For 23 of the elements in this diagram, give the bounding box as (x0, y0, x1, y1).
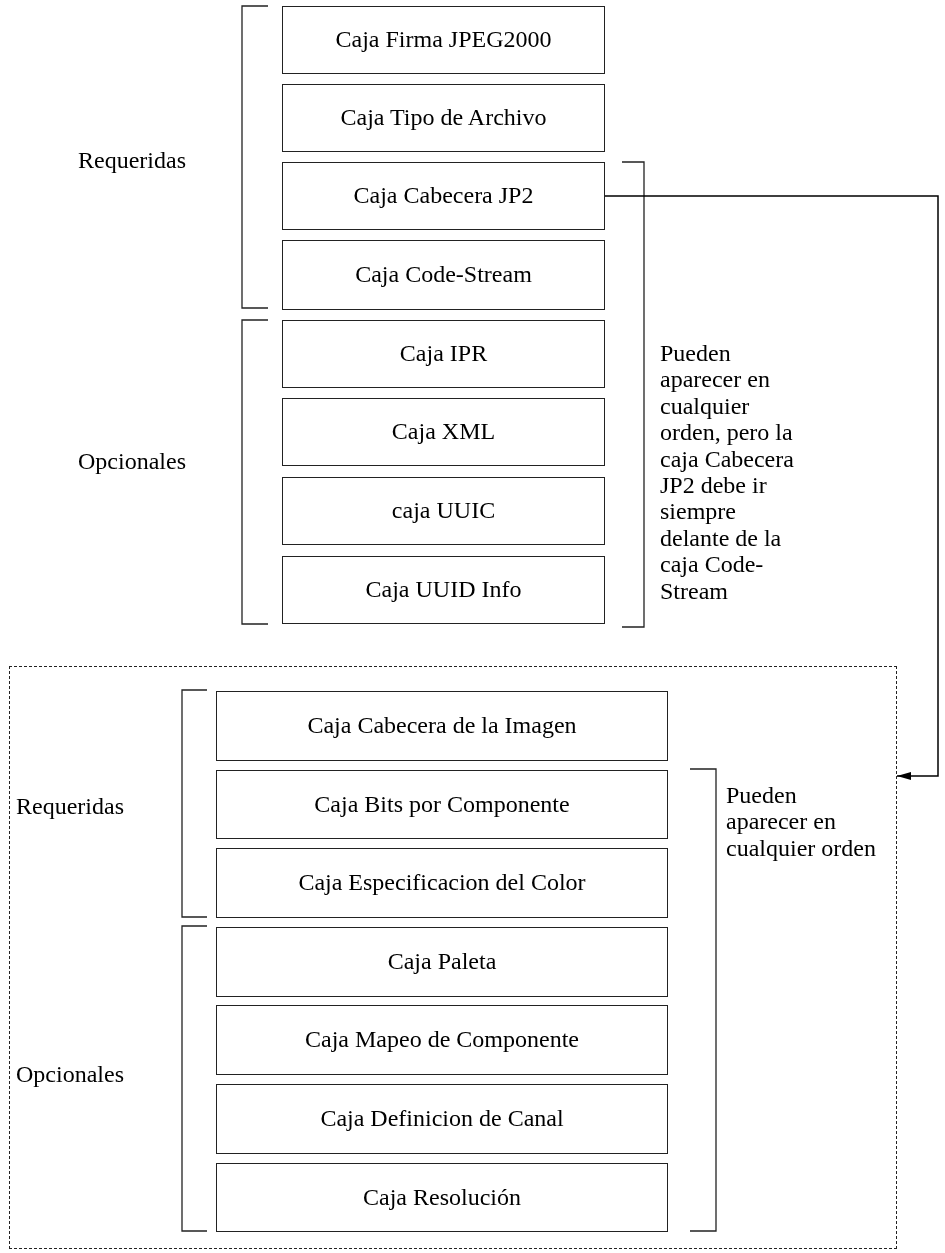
process-box: Caja Resolución (216, 1163, 668, 1232)
process-box: Caja Cabecera JP2 (282, 162, 605, 230)
process-box: Caja Tipo de Archivo (282, 84, 605, 152)
process-box: Caja Firma JPEG2000 (282, 6, 605, 74)
process-box: Caja UUID Info (282, 556, 605, 624)
process-box: caja UUIC (282, 477, 605, 545)
process-box: Caja Bits por Componente (216, 770, 668, 839)
process-box: Caja Mapeo de Componente (216, 1005, 668, 1075)
process-box: Caja Cabecera de la Imagen (216, 691, 668, 761)
group-label: Opcionales (78, 448, 187, 475)
note-text: Pueden aparecer en cualquier orden (726, 782, 876, 862)
process-box: Caja Paleta (216, 927, 668, 997)
process-box: Caja Definicion de Canal (216, 1084, 668, 1154)
group-label: Opcionales (16, 1061, 125, 1088)
group-label: Requeridas (78, 147, 187, 174)
process-box: Caja Code-Stream (282, 240, 605, 310)
note-text: Pueden aparecer en cualquier orden, pero la caja Cabecera JP2 debe ir siempre delante de la caja Code-Stream (660, 340, 795, 604)
process-box: Caja Especificacion del Color (216, 848, 668, 918)
arrow (604, 195, 939, 780)
group-label: Requeridas (16, 793, 125, 820)
process-box: Caja IPR (282, 320, 605, 388)
process-box: Caja XML (282, 398, 605, 466)
dashed-frame (9, 666, 897, 1249)
